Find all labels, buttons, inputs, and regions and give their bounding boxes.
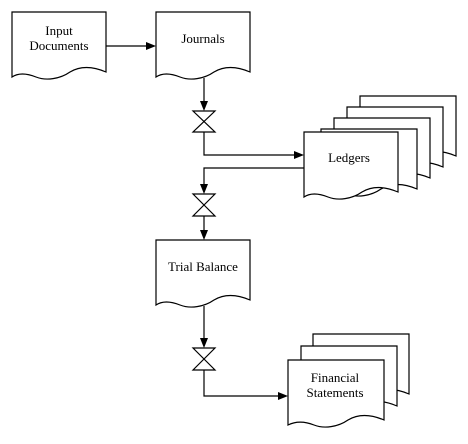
bowtie-connector — [191, 347, 217, 371]
node-ledgers: Ledgers — [303, 95, 457, 200]
arrowhead — [278, 392, 288, 400]
node-journals: Journals — [155, 11, 251, 80]
edge-ledgers-to-trial-balance — [191, 167, 304, 240]
arrowhead — [200, 101, 208, 111]
node-financial-statements: Financial Statements — [287, 333, 410, 428]
financial-statements-label-line2: Statements — [306, 385, 363, 400]
arrowhead — [200, 184, 208, 194]
bowtie-connector — [191, 110, 217, 133]
node-trial-balance: Trial Balance — [155, 239, 251, 308]
arrowhead — [200, 338, 208, 348]
arrowhead — [146, 42, 156, 50]
ledgers-label: Ledgers — [328, 150, 370, 165]
financial-statements-label-line1: Financial — [311, 370, 360, 385]
bowtie-connector — [191, 193, 217, 217]
arrowhead — [294, 151, 304, 159]
ledgers-front-sheet — [303, 131, 399, 200]
edge-journals-to-ledgers — [191, 78, 304, 159]
trial-balance-label: Trial Balance — [168, 259, 238, 274]
edge-trial-balance-to-financial-statements — [191, 306, 288, 400]
edge-input-to-journals — [106, 42, 156, 50]
input-documents-label-line1: Input — [45, 23, 73, 38]
input-documents-label-line2: Documents — [29, 38, 88, 53]
journals-label: Journals — [181, 31, 224, 46]
node-input-documents: Input Documents — [11, 11, 107, 80]
arrowhead — [200, 230, 208, 240]
financial-statements-front-sheet — [287, 359, 385, 428]
